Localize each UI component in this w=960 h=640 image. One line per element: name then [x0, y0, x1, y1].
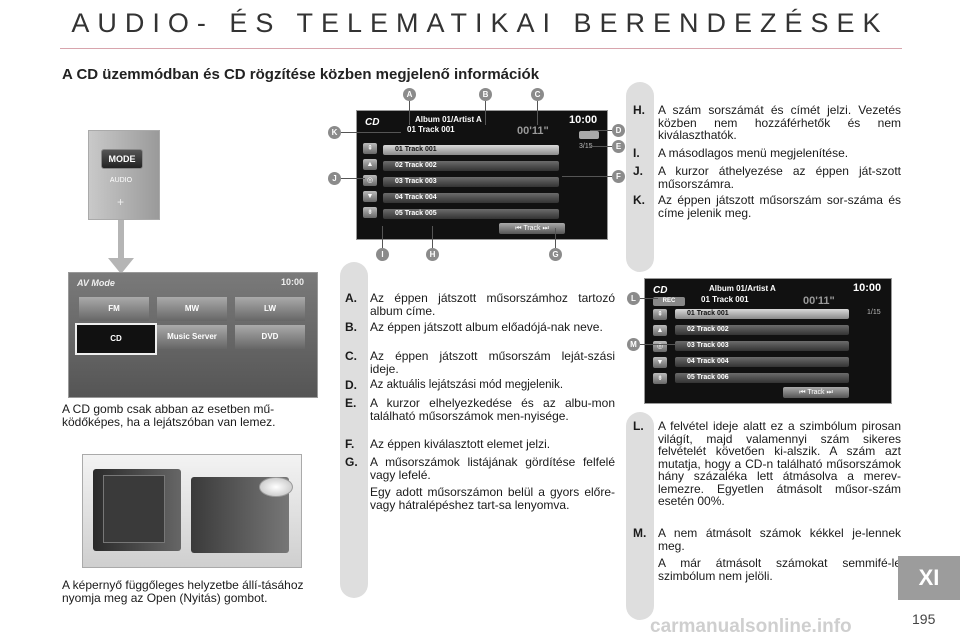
leader-line	[382, 226, 383, 248]
arrow-down-icon	[118, 220, 124, 260]
scroll-down-icon[interactable]: ▼	[653, 357, 667, 368]
av-button-cd[interactable]: CD	[75, 323, 157, 355]
track-row[interactable]: 03 Track 003	[675, 341, 849, 351]
callout-h: H	[426, 248, 439, 261]
callout-e: E	[612, 140, 625, 153]
chapter-tab: XI	[898, 556, 960, 600]
leader-line	[562, 176, 612, 177]
track-row[interactable]: 04 Track 004	[675, 357, 849, 367]
disc-icon	[259, 477, 293, 497]
callout-j: J	[328, 172, 341, 185]
cd-recording-screen: CD Album 01/Artist A 01 Track 001 10:00 …	[644, 278, 892, 404]
leader-line	[555, 228, 556, 248]
av-button-dvd[interactable]: DVD	[235, 325, 305, 349]
av-mode-time: 10:00	[281, 277, 305, 287]
prev-track-label: Track	[807, 389, 825, 396]
caption-cd-button: A CD gomb csak abban az esetben mű-ködők…	[62, 402, 276, 429]
callout-d: D	[612, 124, 625, 137]
rec-badge: REC	[653, 297, 685, 306]
prev-track-button[interactable]: ⏮ Track ⏭	[499, 223, 565, 234]
callout-a: A	[403, 88, 416, 101]
track-row[interactable]: 05 Track 006	[675, 373, 849, 383]
callout-f: F	[612, 170, 625, 183]
jump-current-icon[interactable]: ◎	[363, 175, 377, 186]
callout-i: I	[376, 248, 389, 261]
pill-right-top	[626, 82, 654, 272]
leader-line	[432, 226, 433, 248]
callout-g: G	[549, 248, 562, 261]
track-row[interactable]: 03 Track 003	[383, 177, 559, 187]
cd-logo: CD	[365, 117, 380, 128]
leader-line	[590, 130, 612, 131]
elapsed-time: 00'11"	[803, 295, 835, 307]
av-button-mw[interactable]: MW	[157, 297, 227, 321]
av-button-music-server[interactable]: Music Server	[157, 325, 227, 349]
cd-playback-screen: CD Album 01/Artist A 01 Track 001 10:00 …	[356, 110, 608, 240]
track-row[interactable]: 02 Track 002	[383, 161, 559, 171]
leader-line	[485, 101, 486, 125]
av-mode-screen: AV Mode 10:00 FM MW LW CD Music Server D…	[68, 272, 318, 398]
scroll-up-icon[interactable]: ▲	[653, 325, 667, 336]
cd-logo: CD	[653, 285, 668, 296]
pill-right-bottom	[626, 412, 654, 620]
current-track: 01 Track 001	[701, 295, 749, 304]
control-panel-photo: MODE AUDIO +	[88, 130, 160, 220]
clock: 10:00	[569, 114, 598, 126]
prev-track-label: Track	[523, 225, 541, 232]
av-button-lw[interactable]: LW	[235, 297, 305, 321]
scroll-down-icon[interactable]: ▼	[363, 191, 377, 202]
album-artist: Album 01/Artist A	[415, 115, 482, 124]
av-button-fm[interactable]: FM	[79, 297, 149, 321]
screen-tilt-photo	[82, 454, 302, 568]
track-row[interactable]: 01 Track 001	[383, 145, 559, 155]
av-mode-header: AV Mode	[77, 278, 115, 288]
leader-line	[341, 132, 401, 133]
track-counter: 3/15	[579, 143, 593, 150]
leader-line	[640, 298, 658, 299]
track-counter: 1/15	[867, 309, 881, 316]
clock: 10:00	[853, 282, 882, 294]
pill-middle	[340, 262, 368, 598]
callout-l: L	[627, 292, 640, 305]
scroll-up-icon[interactable]: ▲	[363, 159, 377, 170]
caption-open-button: A képernyő függőleges helyzetbe állí-tás…	[62, 578, 304, 605]
callout-k: K	[328, 126, 341, 139]
section-heading: A CD üzemmódban és CD rögzítése közben m…	[62, 66, 540, 83]
callout-c: C	[531, 88, 544, 101]
page-number: 195	[912, 611, 936, 627]
watermark: carmanualsonline.info	[650, 616, 852, 637]
track-row[interactable]: 02 Track 002	[675, 325, 849, 335]
album-artist: Album 01/Artist A	[709, 284, 776, 293]
prev-track-button[interactable]: ⏮ Track ⏭	[783, 387, 849, 398]
leader-line	[341, 178, 365, 179]
mode-button: MODE	[101, 149, 143, 169]
audio-button: AUDIO	[109, 177, 133, 184]
unit-screen-closed	[103, 475, 165, 543]
scroll-top-icon[interactable]: ⇞	[363, 143, 377, 154]
jump-current-icon[interactable]: ◎	[653, 341, 667, 352]
elapsed-time: 00'11"	[517, 125, 549, 137]
track-row[interactable]: 01 Track 001	[675, 309, 849, 319]
plus-icon: +	[117, 195, 125, 209]
play-mode-icon	[579, 131, 599, 139]
scroll-bottom-icon[interactable]: ⇟	[363, 207, 377, 218]
track-row[interactable]: 05 Track 005	[383, 209, 559, 219]
scroll-bottom-icon[interactable]: ⇟	[653, 373, 667, 384]
leader-line	[537, 101, 538, 125]
callout-m: M	[627, 338, 640, 351]
leader-line	[409, 101, 410, 125]
scroll-top-icon[interactable]: ⇞	[653, 309, 667, 320]
arrow-head	[108, 258, 134, 274]
leader-line	[640, 344, 676, 345]
track-row[interactable]: 04 Track 004	[383, 193, 559, 203]
leader-line	[590, 146, 612, 147]
current-track: 01 Track 001	[407, 125, 455, 134]
page-title: AUDIO- ÉS TELEMATIKAI BERENDEZÉSEK	[71, 8, 889, 38]
title-divider	[60, 48, 902, 49]
callout-b: B	[479, 88, 492, 101]
